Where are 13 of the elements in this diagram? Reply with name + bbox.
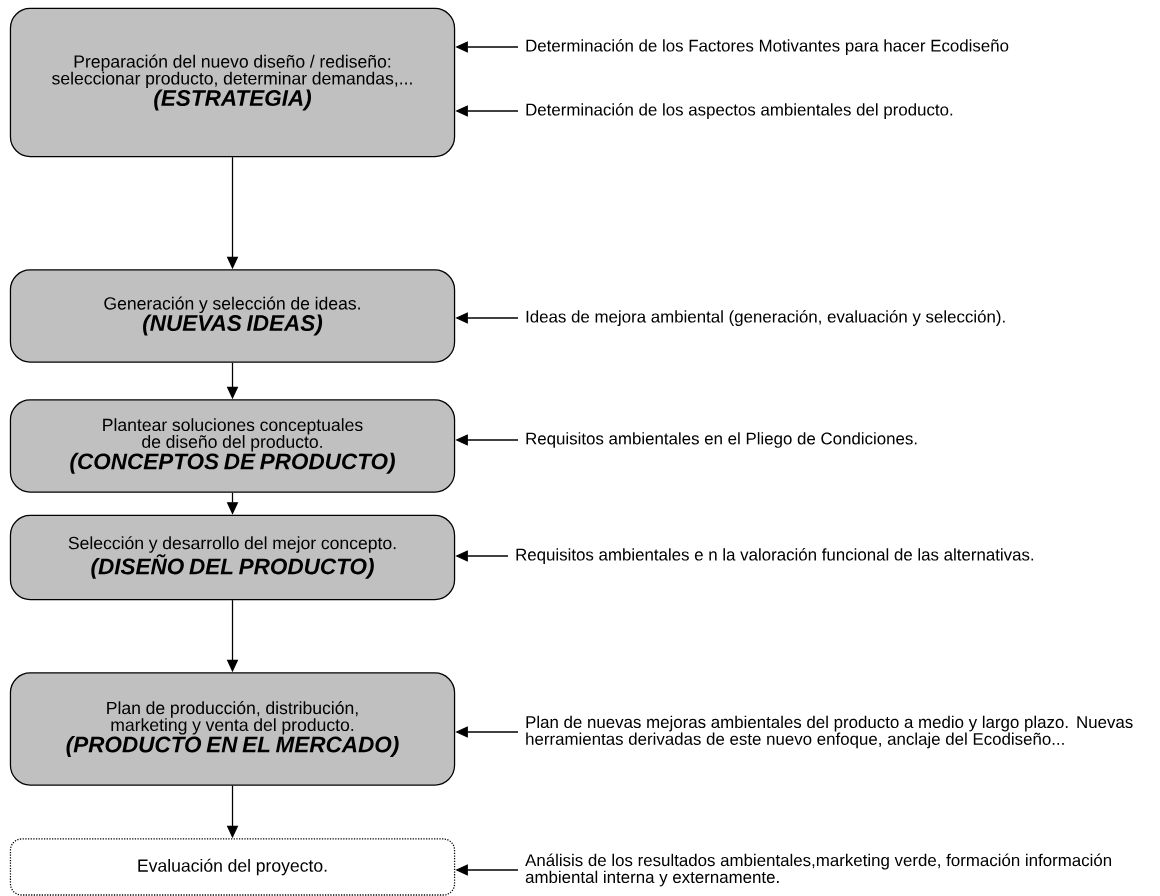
annotation-text: Análisis de los resultados ambientales,marketing verde, formación información ambiental interna y externamente. (525, 853, 1112, 887)
annotation-text: Requisitos ambientales en el Pliego de Condiciones. (526, 432, 917, 448)
process-box: Generación y selección de ideas. (NUEVAS IDEAS) (9, 269, 456, 363)
process-box: Selección y desarrollo del mejor concepto. (DISEÑO DEL PRODUCTO) (9, 514, 456, 601)
process-box: Plan de producción, distribución, marketing y venta del producto. (PRODUCTO EN EL MERCADO) (9, 672, 456, 786)
annotation-text: Requisitos ambientales e n la valoración funcional de las alternativas. (516, 548, 1034, 564)
process-box: Preparación del nuevo diseño / rediseño: seleccionar producto, determinar demandas,... (ESTRATEGIA) (9, 7, 456, 158)
annotation-text: Ideas de mejora ambiental (generación, evaluación y selección). (526, 310, 1005, 326)
process-box: Plantear soluciones conceptuales de diseño del producto. (CONCEPTOS DE PRODUCTO) (9, 399, 456, 493)
process-box: Evaluación del proyecto. (9, 838, 456, 896)
annotation-text: Plan de nuevas mejoras ambientales del producto a medio y largo plazo. Nuevas herramientas derivadas de este nuevo enfoque, anclaje del Ecodiseño... (526, 715, 1133, 749)
annotation-text: Determinación de los aspectos ambientales del producto. (526, 103, 953, 119)
annotation-text: Determinación de los Factores Motivantes para hacer Ecodiseño (526, 39, 1009, 55)
